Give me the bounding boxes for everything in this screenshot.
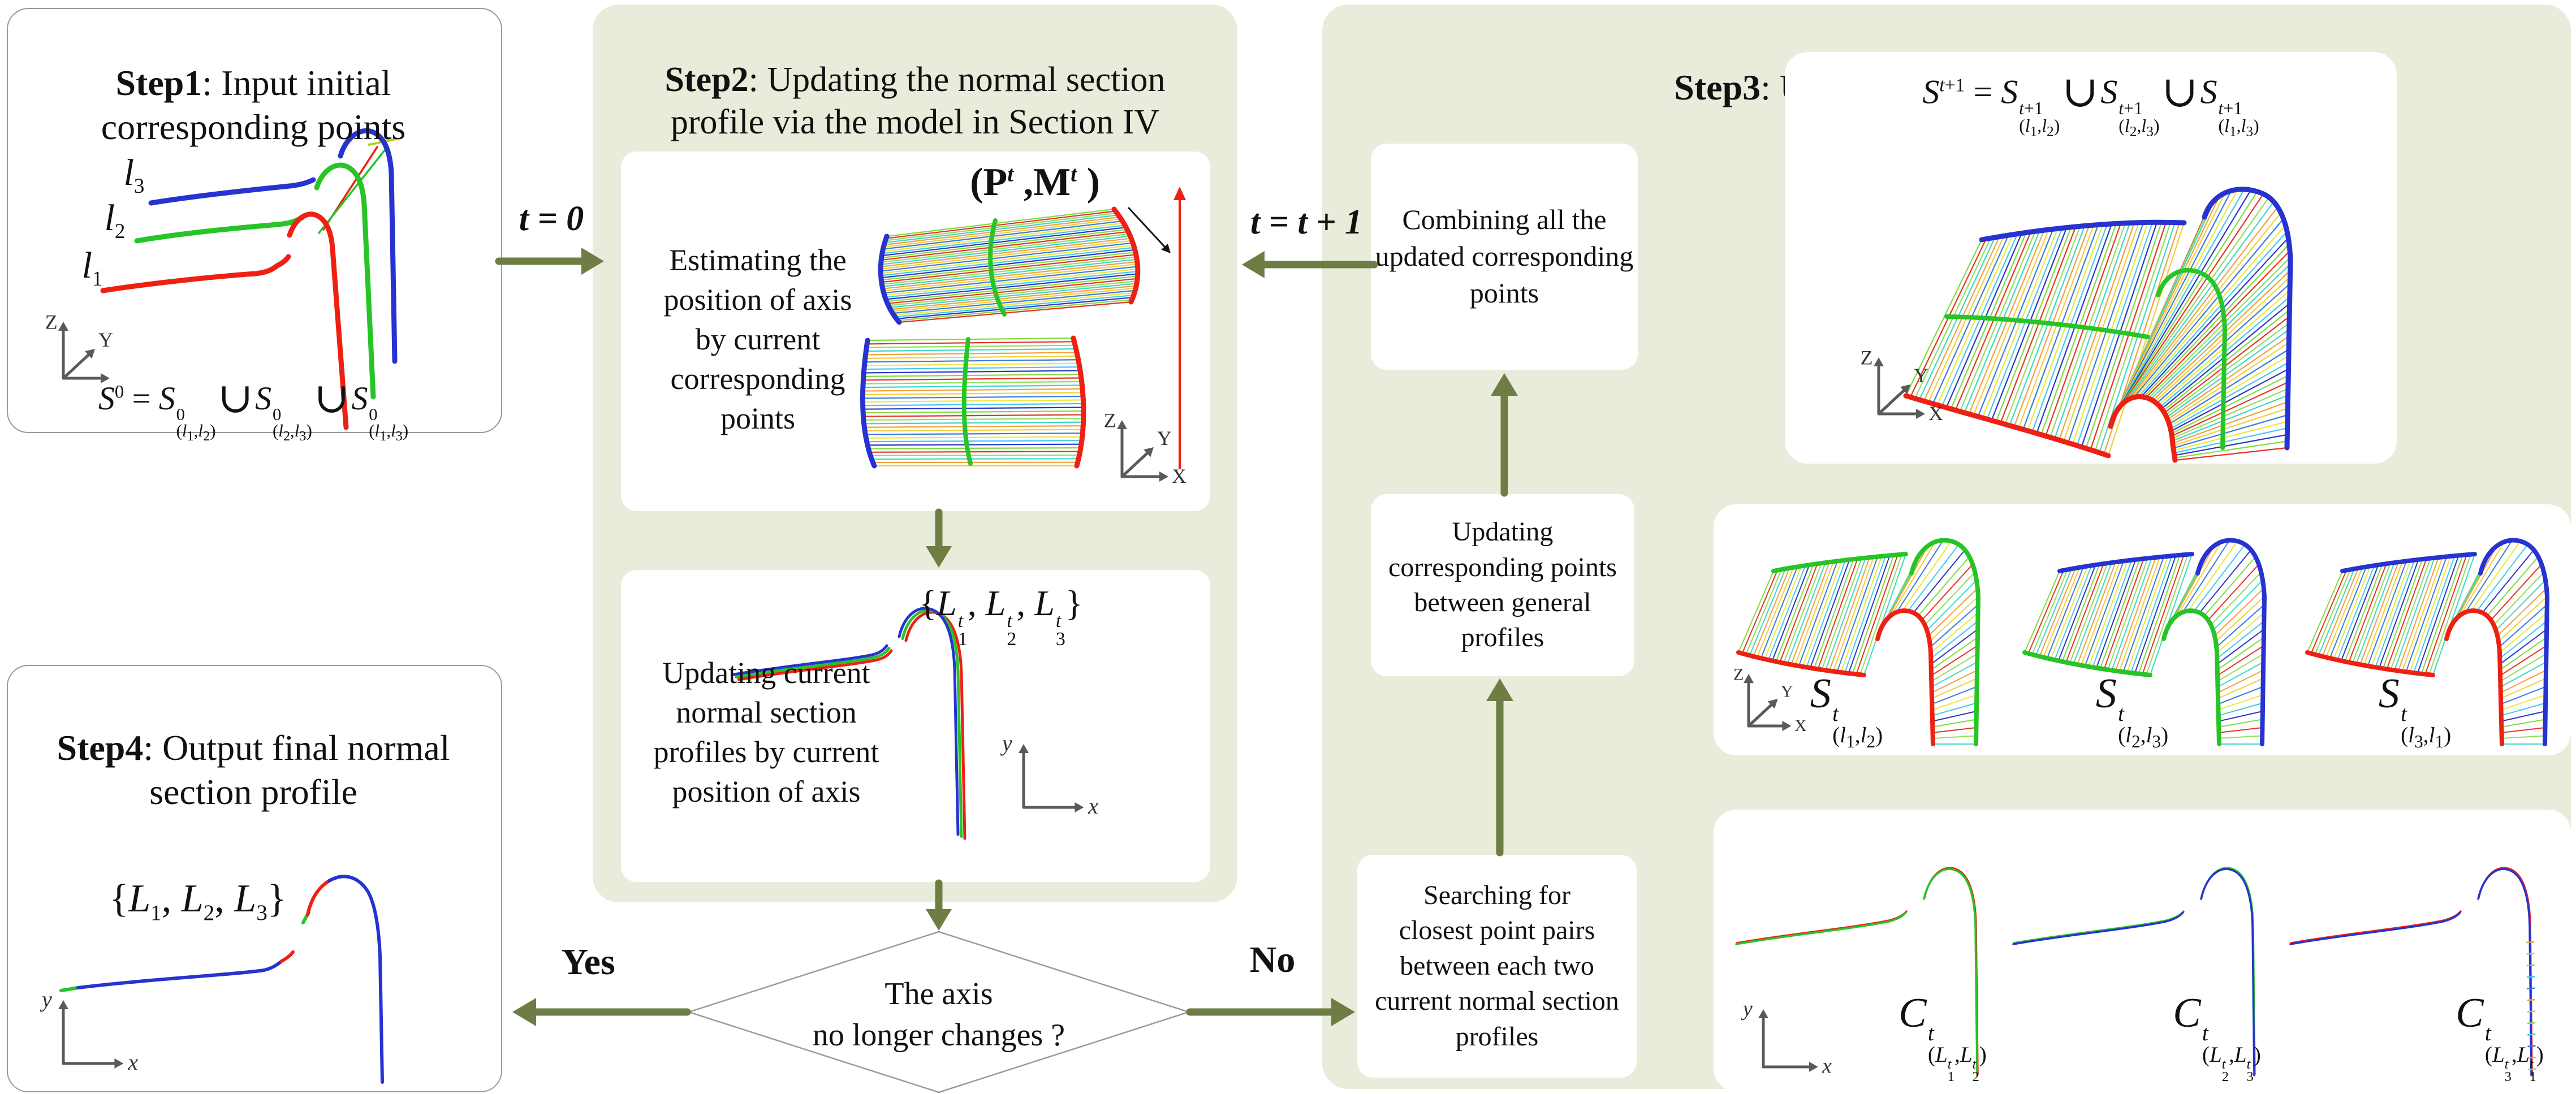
step1-l3-label: l3	[123, 152, 145, 198]
step4-formula: {L1, L2, L3}	[109, 877, 287, 925]
svg-text:X: X	[1928, 402, 1943, 425]
step1-title: Step1: Input initial corresponding point…	[18, 17, 489, 149]
edge-label-t0: t = 0	[519, 200, 584, 238]
step3-combining-text: Combining all the updated corresponding …	[1375, 203, 1634, 309]
step2-title-prefix: Step2	[665, 60, 749, 99]
svg-text:y: y	[1741, 997, 1753, 1021]
svg-text:Z: Z	[1104, 409, 1116, 432]
step3-updating-text: Updating corresponding points between ge…	[1388, 517, 1617, 653]
edge-label-yes: Yes	[561, 941, 615, 983]
step1-title-prefix: Step1	[115, 63, 202, 103]
svg-text:Y: Y	[1781, 682, 1793, 700]
step3-curves-box	[1714, 810, 2571, 1091]
step2-update-text: Updating current normal section profiles…	[653, 655, 879, 809]
step3-surfaces-figure: Z YX	[1733, 538, 2549, 746]
step1-l1-label: l1	[81, 245, 103, 291]
svg-text:x: x	[1822, 1054, 1832, 1078]
svg-text:Z: Z	[45, 311, 58, 334]
step3-curves-figure: yx	[1735, 867, 2536, 1078]
svg-text:Y: Y	[98, 328, 113, 351]
decision-diamond-text: The axis no longer changes ?	[812, 976, 1065, 1053]
svg-text:y: y	[1000, 730, 1012, 756]
step1-l2-label: l2	[104, 197, 126, 243]
step4-title-prefix: Step4	[57, 728, 144, 768]
svg-text:X: X	[1794, 716, 1807, 735]
step2-estimate-figure: Z YX	[860, 187, 1186, 487]
svg-text:Z: Z	[1733, 665, 1744, 684]
step3-combining-box	[1371, 144, 1638, 370]
step4-title-rest: : Output final normal section profile	[143, 728, 450, 812]
edge-label-t1: t = t + 1	[1250, 203, 1363, 241]
edge-label-no: No	[1249, 939, 1296, 980]
step1-figure: ZY	[45, 128, 398, 430]
step4-figure: yx	[40, 875, 384, 1084]
step3-searching-text: Searching for closest point pairs betwee…	[1375, 880, 1619, 1052]
svg-text:Z: Z	[1861, 347, 1873, 369]
step4-title: Step4: Output final normal section profi…	[18, 682, 489, 814]
step4-box	[7, 665, 502, 1092]
step2-title: Step2: Updating the normal section profi…	[598, 16, 1232, 144]
step2-title-rest: : Updating the normal section profile vi…	[670, 60, 1166, 142]
svg-text:y: y	[40, 987, 52, 1012]
step3-union-figure: Z YX	[1861, 187, 2293, 463]
step3-updating-box	[1371, 494, 1634, 676]
step1-title-rest: : Input initial corresponding points	[101, 63, 406, 148]
step2-estimate-text: Estimating the position of axis by curre…	[663, 243, 852, 436]
step2-pm-formula: (Pt ,Mt )	[970, 161, 1100, 204]
svg-text:X: X	[1172, 465, 1186, 487]
step2-update-figure: yx	[732, 607, 1098, 840]
step3-searching-box	[1357, 855, 1637, 1078]
svg-text:x: x	[127, 1049, 138, 1075]
step1-box	[7, 8, 502, 433]
svg-text:Y: Y	[1157, 427, 1172, 449]
step3-title-prefix: Step3	[1674, 67, 1761, 108]
svg-text:x: x	[1088, 793, 1098, 819]
svg-text:Y: Y	[1914, 364, 1928, 387]
